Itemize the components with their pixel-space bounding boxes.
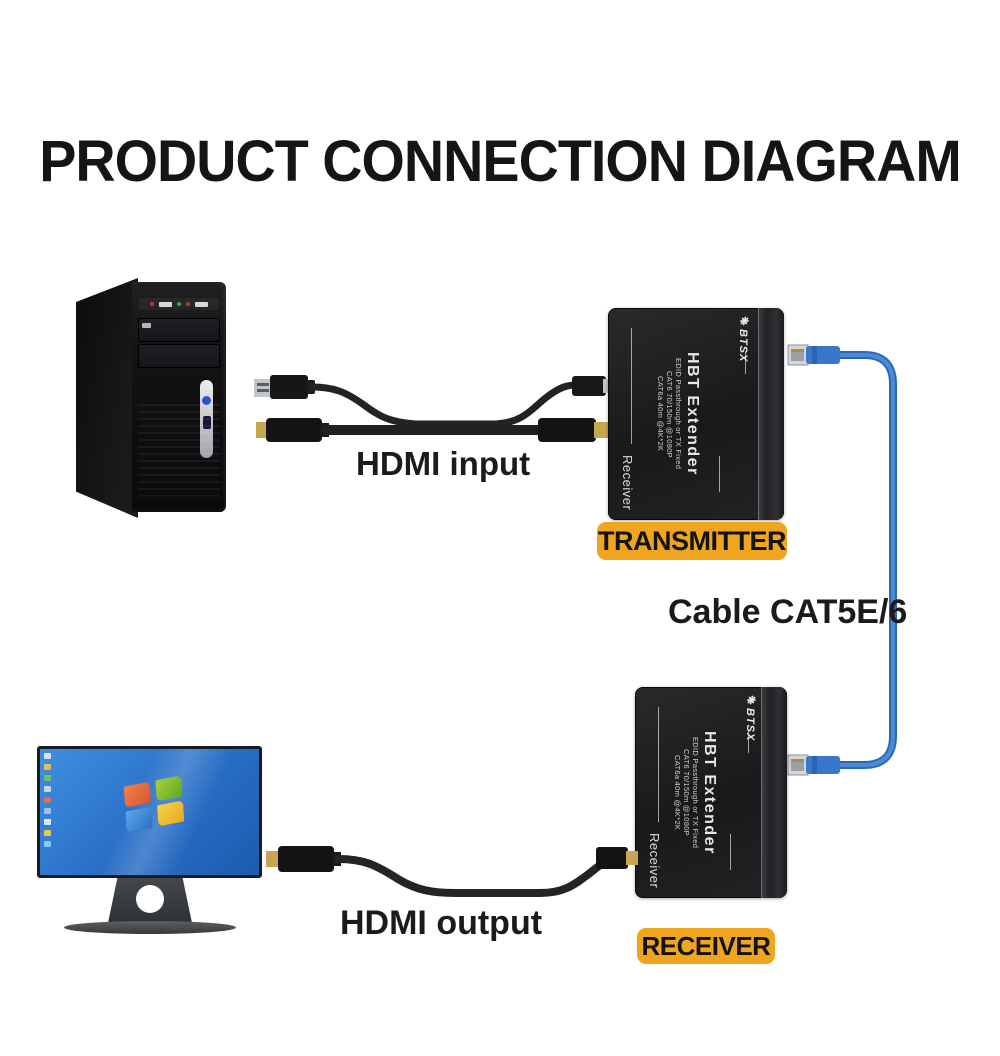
brand-logo: ❋BTSX: [737, 315, 750, 362]
drive-bay: [138, 344, 220, 368]
device-decor-line: [658, 707, 659, 822]
drive-bay: [138, 318, 220, 342]
spec-line: CAT6a 40m @4K*2K: [673, 754, 682, 831]
monitor-stand: [107, 878, 193, 924]
product-name: HBT Extender: [684, 352, 701, 476]
case-logo: [142, 323, 151, 328]
front-grille: [138, 404, 220, 496]
hdmi-connector-right: [538, 418, 608, 442]
case-foot: [134, 500, 224, 508]
cat-cable-label: Cable CAT5E/6: [668, 593, 908, 631]
audio-jack-icon: [150, 302, 154, 306]
hdmi-output-cable-path: [334, 855, 616, 897]
transmitter-device: ❋BTSX HBT Extender EDID Passthrough or T…: [608, 308, 784, 520]
hdmi-connector-right: [596, 847, 638, 869]
spec-line: CAT6a 40m @4K*2K: [656, 376, 665, 452]
flower-icon: ❋: [737, 315, 749, 329]
cat-cable-path-highlight: [838, 353, 895, 767]
monitor-base: [64, 921, 236, 934]
brand-name: BTSX: [737, 329, 749, 363]
pc-tower: [76, 278, 226, 518]
hdmi-connector-left: [256, 418, 329, 442]
stand-cable-hole: [136, 885, 164, 913]
spec-line: CAT6 70/150m @1080P: [665, 370, 674, 458]
hdmi-connector-left: [266, 846, 341, 872]
brand-name: BTSX: [744, 708, 756, 742]
cat-cable-path: [838, 351, 897, 769]
device-print: HBT Extender EDID Passthrough or TX Fixe…: [656, 308, 701, 520]
hdmi-input-cables: [254, 375, 616, 442]
rj45-connector-top: [787, 344, 840, 366]
device-decor-line: [745, 352, 746, 374]
receiver-device: ❋BTSX HBT Extender EDID Passthrough or T…: [635, 687, 787, 898]
pc-front-io-ports: [139, 298, 219, 310]
flower-icon: ❋: [744, 694, 756, 708]
audio-jack-icon: [186, 302, 190, 306]
cat5e-cable: [787, 344, 897, 776]
pc-tower-side-panel: [76, 278, 138, 518]
usb-cable-path: [308, 381, 580, 428]
monitor-screen: [37, 746, 262, 878]
usb-a-connector-left: [254, 375, 315, 399]
reset-slot-icon: [202, 416, 211, 429]
port-label: Receiver: [647, 832, 662, 888]
device-print: HBT Extender EDID Passthrough or TX Fixe…: [673, 687, 718, 898]
transmitter-tag: TRANSMITTER: [597, 522, 787, 560]
device-side-edge: [758, 308, 784, 520]
device-decor-line: [730, 834, 731, 870]
hdmi-output-label: HDMI output: [340, 904, 543, 942]
device-side-edge: [761, 687, 787, 898]
spec-line: CAT6 70/150m @1080P: [682, 749, 691, 836]
power-strip: [200, 380, 213, 458]
port-label: Receiver: [620, 454, 635, 510]
spec-line: EDID Passthrough or TX Fixed: [691, 736, 700, 849]
windows-logo-icon: [123, 775, 185, 833]
desktop-icons: [44, 753, 56, 869]
usb-port-icon: [195, 301, 208, 307]
monitor: [35, 744, 265, 934]
device-decor-line: [748, 731, 749, 753]
brand-logo: ❋BTSX: [744, 694, 757, 741]
power-button-icon: [202, 396, 211, 405]
hdmi-output-cable: [266, 846, 638, 897]
receiver-tag: RECEIVER: [637, 928, 775, 964]
hdmi-input-label: HDMI input: [356, 445, 531, 482]
audio-jack-icon: [177, 302, 181, 306]
rj45-connector-bottom: [787, 754, 840, 776]
pc-tower-front-panel: [132, 282, 226, 512]
product-name: HBT Extender: [701, 730, 718, 855]
usb-port-icon: [159, 301, 172, 307]
spec-line: EDID Passthrough or TX Fixed: [674, 358, 683, 470]
device-decor-line: [719, 456, 720, 492]
page-title: PRODUCT CONNECTION DIAGRAM: [39, 129, 962, 194]
device-decor-line: [631, 328, 632, 444]
